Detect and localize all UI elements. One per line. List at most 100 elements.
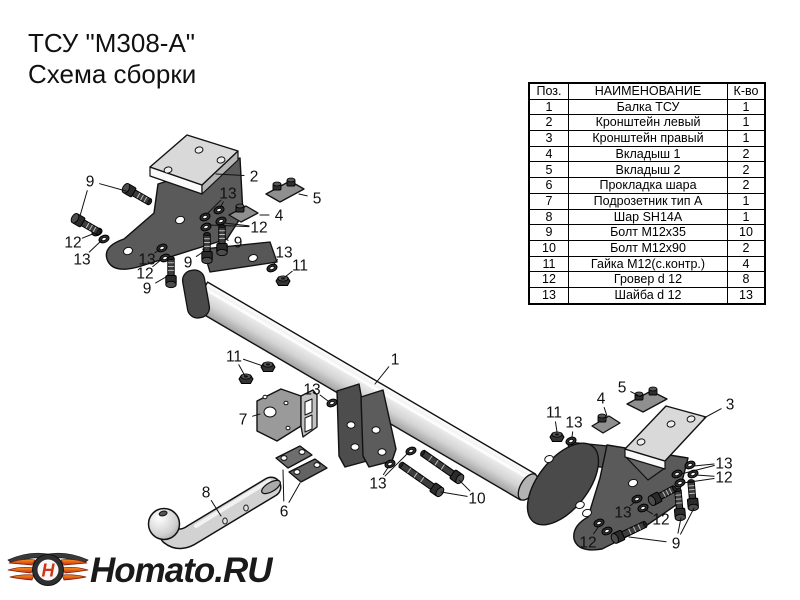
bolt-part	[165, 256, 177, 289]
callout-12: 12	[136, 258, 163, 283]
socket-bracket-part	[256, 388, 318, 442]
table-cell-qty: 13	[727, 286, 766, 305]
nut-part	[275, 275, 291, 286]
callout-label: 5	[618, 380, 627, 397]
callout-13: 13	[680, 456, 733, 475]
nut-part	[549, 431, 565, 442]
callout-label: 13	[219, 186, 236, 203]
washer-part	[266, 263, 278, 273]
washer-part	[200, 222, 212, 232]
callout-label: 1	[391, 352, 400, 369]
callout-11: 11	[226, 349, 264, 377]
callout-label: 10	[468, 491, 486, 508]
callout-12: 12	[208, 220, 268, 237]
callout-label: 13	[303, 382, 320, 399]
callout-label: 11	[292, 258, 308, 275]
callout-4: 4	[259, 208, 284, 225]
callout-11: 11	[284, 258, 308, 278]
callout-label: 12	[250, 220, 267, 237]
washer-part	[684, 460, 696, 470]
callout-9: 9	[79, 174, 127, 217]
bolt-head-part	[597, 413, 607, 423]
callout-13: 13	[565, 415, 583, 438]
callout-8: 8	[202, 485, 222, 517]
callout-label: 9	[143, 281, 152, 298]
callout-7: 7	[239, 412, 261, 429]
ball-hitch-part	[147, 476, 282, 550]
bolt-part	[647, 485, 677, 506]
callout-label: 2	[250, 169, 259, 186]
callout-label: 11	[226, 349, 242, 366]
callout-12: 12	[682, 470, 733, 487]
washer-part	[98, 234, 110, 244]
col-header-pos: Поз.	[528, 82, 569, 100]
callout-5: 5	[298, 191, 321, 208]
ball-gasket-plates	[275, 445, 328, 483]
callout-9: 9	[184, 251, 204, 272]
callout-label: 3	[726, 397, 735, 414]
table-cell-pos: 13	[528, 286, 569, 305]
callout-label: 12	[64, 235, 81, 252]
nut-part	[238, 373, 254, 384]
callout-13: 13	[206, 186, 237, 215]
title-line-1: ТСУ "М308-А"	[28, 28, 196, 58]
callout-label: 7	[239, 412, 248, 429]
bolt-head-part	[235, 203, 245, 213]
bolt-part	[610, 520, 648, 544]
callout-label: 13	[275, 245, 292, 262]
bolt-part	[686, 479, 699, 512]
callout-label: 12	[136, 266, 153, 283]
callout-label: 6	[280, 504, 289, 521]
nut-part	[260, 361, 276, 372]
washer-part	[565, 436, 577, 446]
callout-9: 9	[143, 276, 167, 298]
center-mount-plates	[336, 383, 397, 468]
washer-part	[671, 469, 683, 479]
bolt-part	[201, 232, 213, 265]
table-cell-name: Кронштейн левый	[568, 114, 728, 132]
callout-13: 13	[73, 239, 103, 269]
homato-logo: Homato.RU	[88, 548, 273, 594]
table-cell-name: Шар SH14A	[568, 208, 728, 226]
callout-12: 12	[64, 232, 96, 252]
bolt-head-part	[272, 181, 282, 191]
callout-12: 12	[645, 509, 670, 529]
table-header-row: Поз. НАИМЕНОВАНИЕ К-во	[528, 82, 766, 100]
callout-label: 9	[672, 536, 681, 553]
washer-part	[637, 503, 649, 513]
washer-part	[405, 446, 417, 456]
callout-13: 13	[303, 382, 329, 402]
callout-3: 3	[703, 397, 735, 419]
callout-13: 13	[138, 248, 161, 269]
washer-part	[199, 212, 211, 222]
col-header-name: НАИМЕНОВАНИЕ	[568, 82, 728, 100]
callout-1: 1	[374, 352, 400, 385]
washer-part	[326, 398, 338, 408]
emblem-letter: H	[42, 561, 56, 581]
washer-part	[384, 459, 396, 469]
callout-label: 13	[73, 252, 90, 269]
col-header-qty: К-во	[727, 82, 766, 100]
callout-9: 9	[628, 507, 695, 553]
callout-label: 13	[715, 456, 732, 473]
callout-label: 13	[138, 252, 155, 269]
callout-2: 2	[215, 169, 259, 186]
callout-9: 9	[226, 235, 242, 252]
callout-13: 13	[369, 452, 409, 493]
table-cell-qty: 10	[727, 224, 766, 241]
bolt-head-part	[648, 386, 658, 396]
bolt-part	[216, 224, 228, 257]
table-cell-name: Вкладыш 1	[568, 145, 728, 163]
callout-label: 11	[546, 405, 562, 422]
callout-label: 12	[652, 512, 669, 529]
callout-4: 4	[597, 391, 608, 417]
callout-13: 13	[272, 245, 293, 266]
